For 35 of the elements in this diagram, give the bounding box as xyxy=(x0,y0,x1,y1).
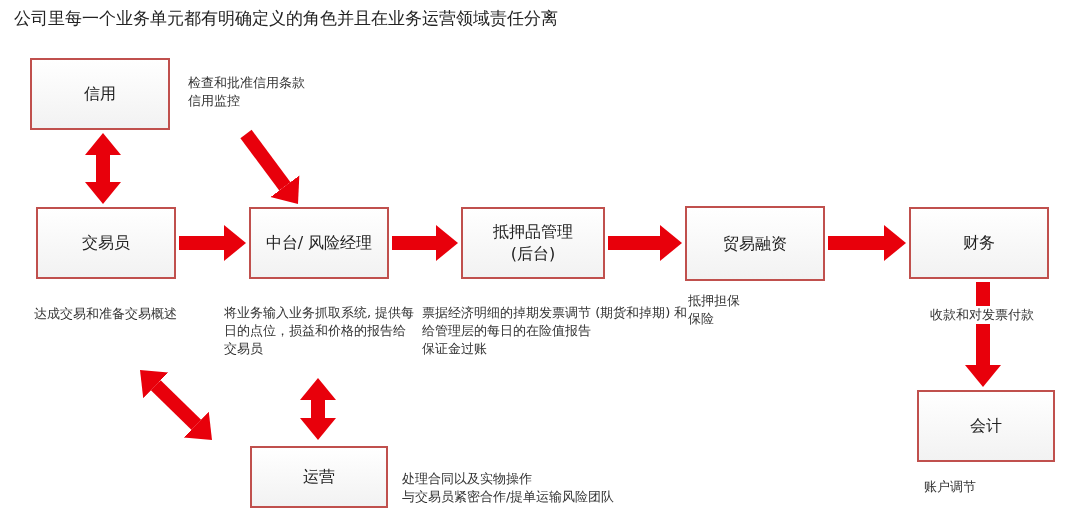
block-arrow xyxy=(965,282,1001,387)
block-arrow xyxy=(240,129,300,204)
role-description: 账户调节 xyxy=(922,478,978,496)
block-arrow xyxy=(85,133,121,204)
role-box xyxy=(36,207,176,279)
role-box xyxy=(250,446,388,508)
role-box xyxy=(917,390,1055,462)
role-name: 运营 xyxy=(303,466,335,488)
role-name: 抵押品管理 (后台) xyxy=(492,221,574,265)
block-arrow xyxy=(179,225,246,261)
role-name: 信用 xyxy=(84,83,116,105)
block-arrow xyxy=(140,370,212,440)
role-name: 会计 xyxy=(970,415,1002,437)
role-description: 与交易员紧密合作/提单运输风险团队 xyxy=(400,488,617,506)
role-box xyxy=(685,206,825,281)
role-description: 信用监控 xyxy=(186,92,242,110)
role-description: 抵押担保 xyxy=(686,292,742,310)
block-arrow xyxy=(608,225,682,261)
block-arrow xyxy=(392,225,458,261)
role-description: 达成交易和准备交易概述 xyxy=(32,305,179,323)
role-name: 财务 xyxy=(963,232,995,254)
role-box xyxy=(249,207,389,279)
block-arrow xyxy=(300,378,336,440)
role-box xyxy=(461,207,605,279)
role-box xyxy=(909,207,1049,279)
role-description: 保证金过账 xyxy=(420,340,489,358)
role-description: 收款和对发票付款 xyxy=(928,306,1036,324)
role-description: 处理合同以及实物操作 xyxy=(400,470,534,488)
role-box xyxy=(30,58,170,130)
block-arrow xyxy=(828,225,906,261)
role-name: 贸易融资 xyxy=(723,232,787,255)
role-name: 中台/ 风险经理 xyxy=(265,232,373,254)
diagram-title: 公司里每一个业务单元都有明确定义的角色并且在业务运营领域责任分离 xyxy=(14,7,558,30)
role-description: 检查和批准信用条款 xyxy=(186,74,307,92)
role-name: 交易员 xyxy=(82,232,130,254)
